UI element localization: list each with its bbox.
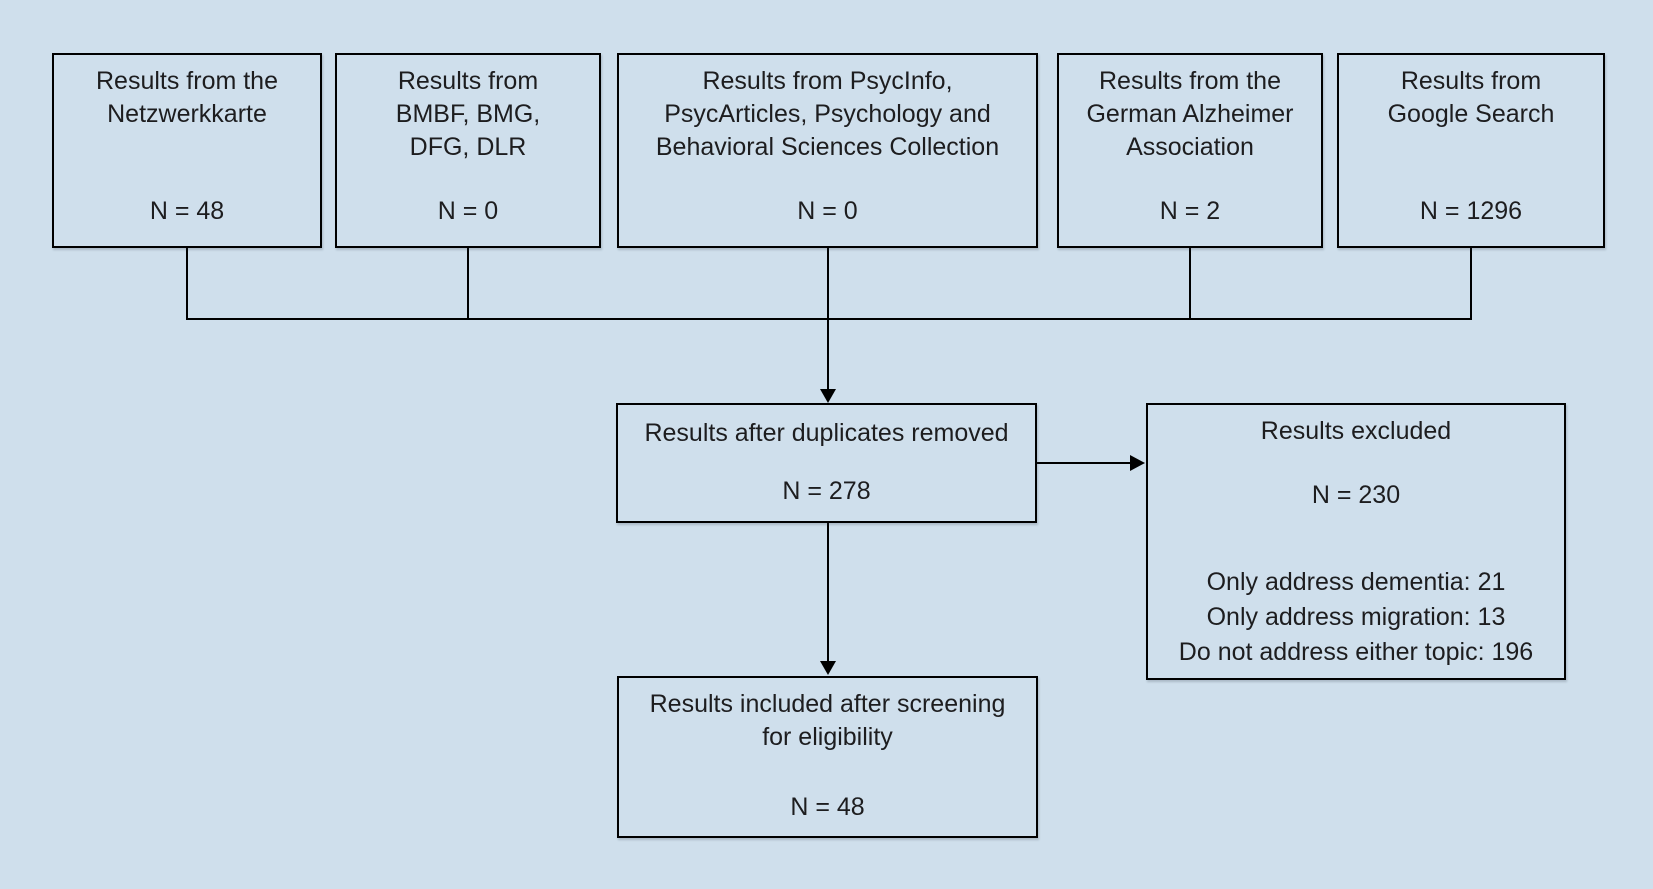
- box-n-value: N = 278: [782, 477, 871, 505]
- box-label: Results included after screening for eli…: [649, 690, 1006, 751]
- box-results-excluded: Results excluded N = 230 Only address de…: [1146, 403, 1566, 680]
- source-box-netzwerkkarte: Results from the Netzwerkkarte N = 48: [52, 53, 322, 248]
- box-n-value: N = 230: [1311, 481, 1401, 509]
- box-n-value: N = 0: [797, 197, 858, 225]
- box-label: Results excluded: [1260, 417, 1452, 445]
- source-box-databases: Results from PsycInfo, PsycArticles, Psy…: [617, 53, 1038, 248]
- arrowhead-right-excluded-icon: [1130, 455, 1145, 471]
- arrowhead-down-included-icon: [820, 661, 836, 675]
- box-label: Results from PsycInfo, PsycArticles, Psy…: [655, 67, 1000, 161]
- exclusion-reasons: Only address dementia: 21 Only address m…: [1178, 568, 1534, 666]
- box-n-value: N = 2: [1159, 197, 1221, 225]
- source-box-alzheimer-association: Results from the German Alzheimer Associ…: [1057, 53, 1323, 248]
- box-n-value: N = 0: [437, 197, 499, 225]
- box-label: Results from BMBF, BMG, DFG, DLR: [395, 67, 541, 161]
- box-n-value: N = 1296: [1419, 197, 1523, 225]
- box-label: Results from Google Search: [1387, 67, 1555, 128]
- source-box-google-search: Results from Google Search N = 1296: [1337, 53, 1605, 248]
- box-n-value: N = 48: [790, 793, 865, 821]
- box-results-included: Results included after screening for eli…: [617, 676, 1038, 838]
- arrowhead-down-duplicates-icon: [820, 389, 836, 403]
- box-after-duplicates-removed: Results after duplicates removed N = 278: [616, 403, 1037, 523]
- box-label: Results from the Netzwerkkarte: [95, 67, 278, 128]
- box-n-value: N = 48: [149, 197, 225, 225]
- box-label: Results from the German Alzheimer Associ…: [1086, 67, 1294, 161]
- source-box-funders: Results from BMBF, BMG, DFG, DLR N = 0: [335, 53, 601, 248]
- box-label: Results after duplicates removed: [644, 419, 1009, 447]
